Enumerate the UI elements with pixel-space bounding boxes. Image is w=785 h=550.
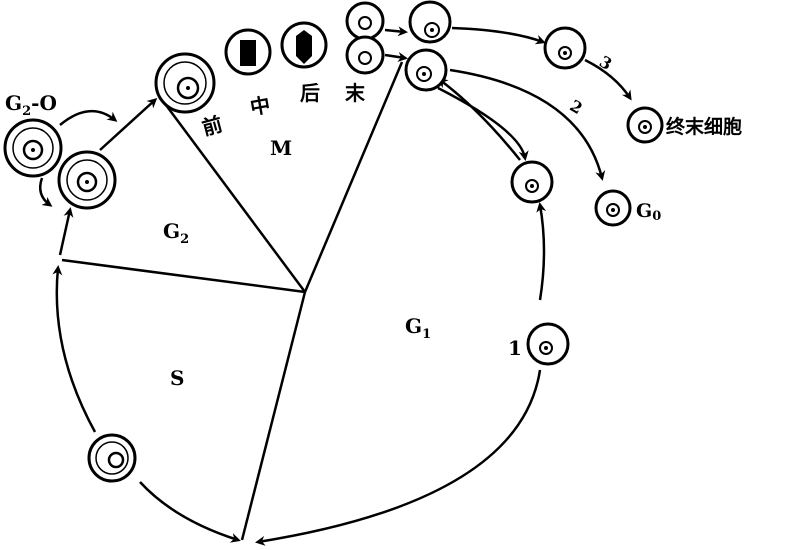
arrow-to-terminal [584,58,632,101]
label-g2: G2 [163,219,189,247]
pathway-2-label: 2 [567,96,586,118]
cell-g1-mid [510,160,554,204]
arrow-s-to-g2 [52,265,97,433]
arrow-g2-up [58,207,74,256]
label-s: S [170,366,184,390]
divider-g2-s [61,258,306,294]
cell-metaphase [280,21,328,69]
arrow-to-g0 [449,68,606,181]
arrow-s-bottom [139,481,241,543]
terminal-cell-label: 终末细胞 [666,115,742,138]
cell-g2 [57,150,117,210]
stage-telophase: 末 [345,81,366,105]
cell-prophase [224,28,272,76]
pathway-1-label: 1 [508,336,522,360]
cycle-arrows [39,26,632,546]
pathway-3-label: 3 [596,52,615,74]
cell-daughter-1 [408,0,452,44]
stage-prophase: 前 [199,112,225,140]
cell-telophase [345,1,385,75]
cell-pathway-1 [526,322,570,366]
divider-s-g1 [240,291,307,541]
cell-terminal [626,106,664,144]
arrow-telophase-1 [384,26,408,37]
label-m: M [270,136,292,160]
label-g0: G0 [636,200,661,224]
arrow-g1-to-s [255,369,542,546]
divider-g1-m [303,61,404,293]
cell-early-m [154,52,216,114]
cell-s [87,433,137,483]
phase-dividers [61,61,404,541]
cell-pathway-3 [543,26,587,70]
stage-metaphase: 中 [248,92,272,119]
arrow-to-3 [451,26,546,45]
arrow-g2-0-return [39,177,53,207]
arrow-g2-0 [59,109,118,126]
cell-g2-0 [3,118,63,178]
cell-daughter-2 [404,48,448,92]
arrow-telophase-2 [384,52,408,62]
cell-g0 [594,189,632,227]
divider-m-g2 [158,96,307,293]
arrow-g1-top [437,86,529,161]
label-g2-0: G2-O [5,91,57,119]
arrow-g2-to-m [99,97,158,151]
stage-anaphase: 后 [300,81,320,105]
arrow-late-g1 [536,202,547,301]
cells [3,0,664,483]
label-g1: G1 [405,314,431,342]
arrow-to-early-g1 [437,78,521,161]
